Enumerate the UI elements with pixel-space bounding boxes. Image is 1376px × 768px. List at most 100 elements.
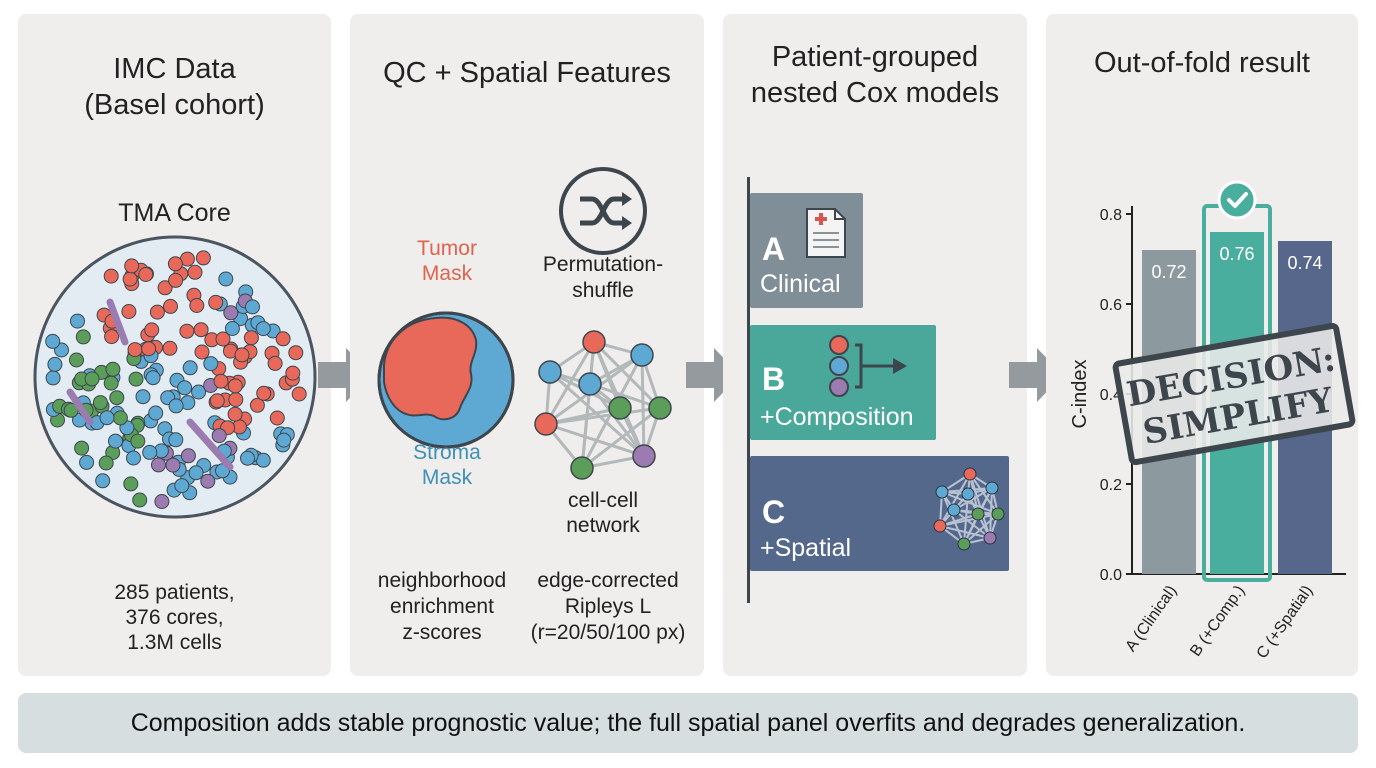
panel-cox-models: Patient-grouped nested Cox models A Clin… [723,14,1027,676]
model-a-box: A Clinical [750,193,863,308]
tissue-cell [47,356,63,372]
composition-cells-icon [829,335,907,397]
tissue-cell [45,370,61,386]
tissue-cell [228,392,244,408]
tissue-cell [168,432,184,448]
y-axis-label: C-index [1069,360,1091,429]
stroma-mask-label-2: Mask [421,466,473,489]
mini-network-node [947,503,961,517]
mini-network-node [933,519,947,533]
mini-network-edge [941,491,965,545]
tissue-cell [135,389,151,405]
tissue-cell [75,329,91,345]
tissue-cell [194,344,210,360]
network-label-2: network [566,514,640,537]
tissue-cell [128,371,144,387]
tissue-cell [208,294,224,310]
tissue-cell [165,457,181,473]
network-node [582,330,606,354]
y-tick-label: 0.4 [1100,387,1122,404]
tissue-cell [177,380,193,396]
tissue-cell [154,494,170,509]
network-edge [588,383,646,457]
tissue-cell [163,298,178,314]
tma-core-illustration [33,235,317,519]
stats-line-3: 1.3M cells [127,631,222,654]
tissue-cell [256,385,272,401]
panel-title: Patient-grouped [771,41,979,73]
tissue-cell [112,410,128,426]
tissue-cell [104,329,120,345]
tissue-cell [168,398,184,414]
mini-network-node [935,485,949,499]
tissue-cell [141,341,157,357]
tissue-cell [223,305,239,321]
tissue-cell [74,440,90,456]
model-stack-line [747,177,750,603]
x-tick-label: A (Clinical) [1122,583,1180,655]
network-node [538,360,562,384]
network-node [630,343,654,367]
conclusion-text: Composition adds stable prognostic value… [130,708,1246,737]
mini-network-node [983,531,997,545]
tissue-cell [243,330,259,346]
network-edge [545,422,645,458]
network-edge [640,354,646,457]
panel-title: Out-of-fold result [1094,47,1310,79]
tumor-mask-label-1: Tumor [417,237,477,260]
network-node [632,444,656,468]
tissue-cell [148,405,164,421]
mini-network-edge [953,487,993,511]
mini-network-node [957,537,971,551]
shuffle-icon [559,167,647,255]
tissue-cell [174,478,190,494]
mini-network-edge [941,491,999,515]
tissue-cell [92,395,108,411]
tissue-cell [224,321,240,336]
tissue-cell [209,393,225,409]
mini-network-edge [953,509,991,539]
ripley-label-1: edge-corrected [537,569,679,592]
tissue-cell [213,373,229,389]
tissue-cell [84,371,100,387]
network-node [608,396,632,420]
tissue-cell [142,444,158,460]
network-edge [580,383,592,469]
panel-subtitle: nested Cox models [750,77,1000,109]
fibroblast-cell [66,388,94,426]
network-node [534,412,558,436]
y-tick-label: 0.2 [1100,477,1122,494]
fibroblast-cell [186,418,234,471]
network-edge [589,382,661,410]
tissue-cell [291,386,307,402]
tissue-cell [124,258,140,274]
tissue-cell [193,322,209,338]
tissue-cell [127,342,143,358]
conclusion-banner: Composition adds stable prognostic value… [18,693,1358,753]
tissue-cell [103,375,119,391]
tissue-cell [162,340,178,356]
network-label-1: cell-cell [567,489,638,512]
tissue-cell [151,457,166,473]
model-c-label: +Spatial [760,534,852,562]
tissue-cell [182,360,198,376]
tissue-cell [45,333,61,349]
neighborhood-label-1: neighborhood [377,569,507,592]
neighborhood-label-3: z-scores [402,621,482,644]
tissue-cell [267,355,283,371]
tissue-cell [138,267,154,282]
network-edge [581,406,661,470]
tissue-cell [105,361,121,377]
tissue-cell [126,450,141,466]
bar-value-label: 0.74 [1287,253,1322,273]
tissue-cell [187,264,203,280]
mini-network-node [963,467,977,481]
network-node [648,396,672,420]
bar-value-label: 0.76 [1219,244,1254,264]
mini-network-edge [939,473,971,527]
tissue-cell [215,331,231,347]
panel-subtitle: (Basel cohort) [84,89,265,121]
tissue-cell [69,352,84,368]
